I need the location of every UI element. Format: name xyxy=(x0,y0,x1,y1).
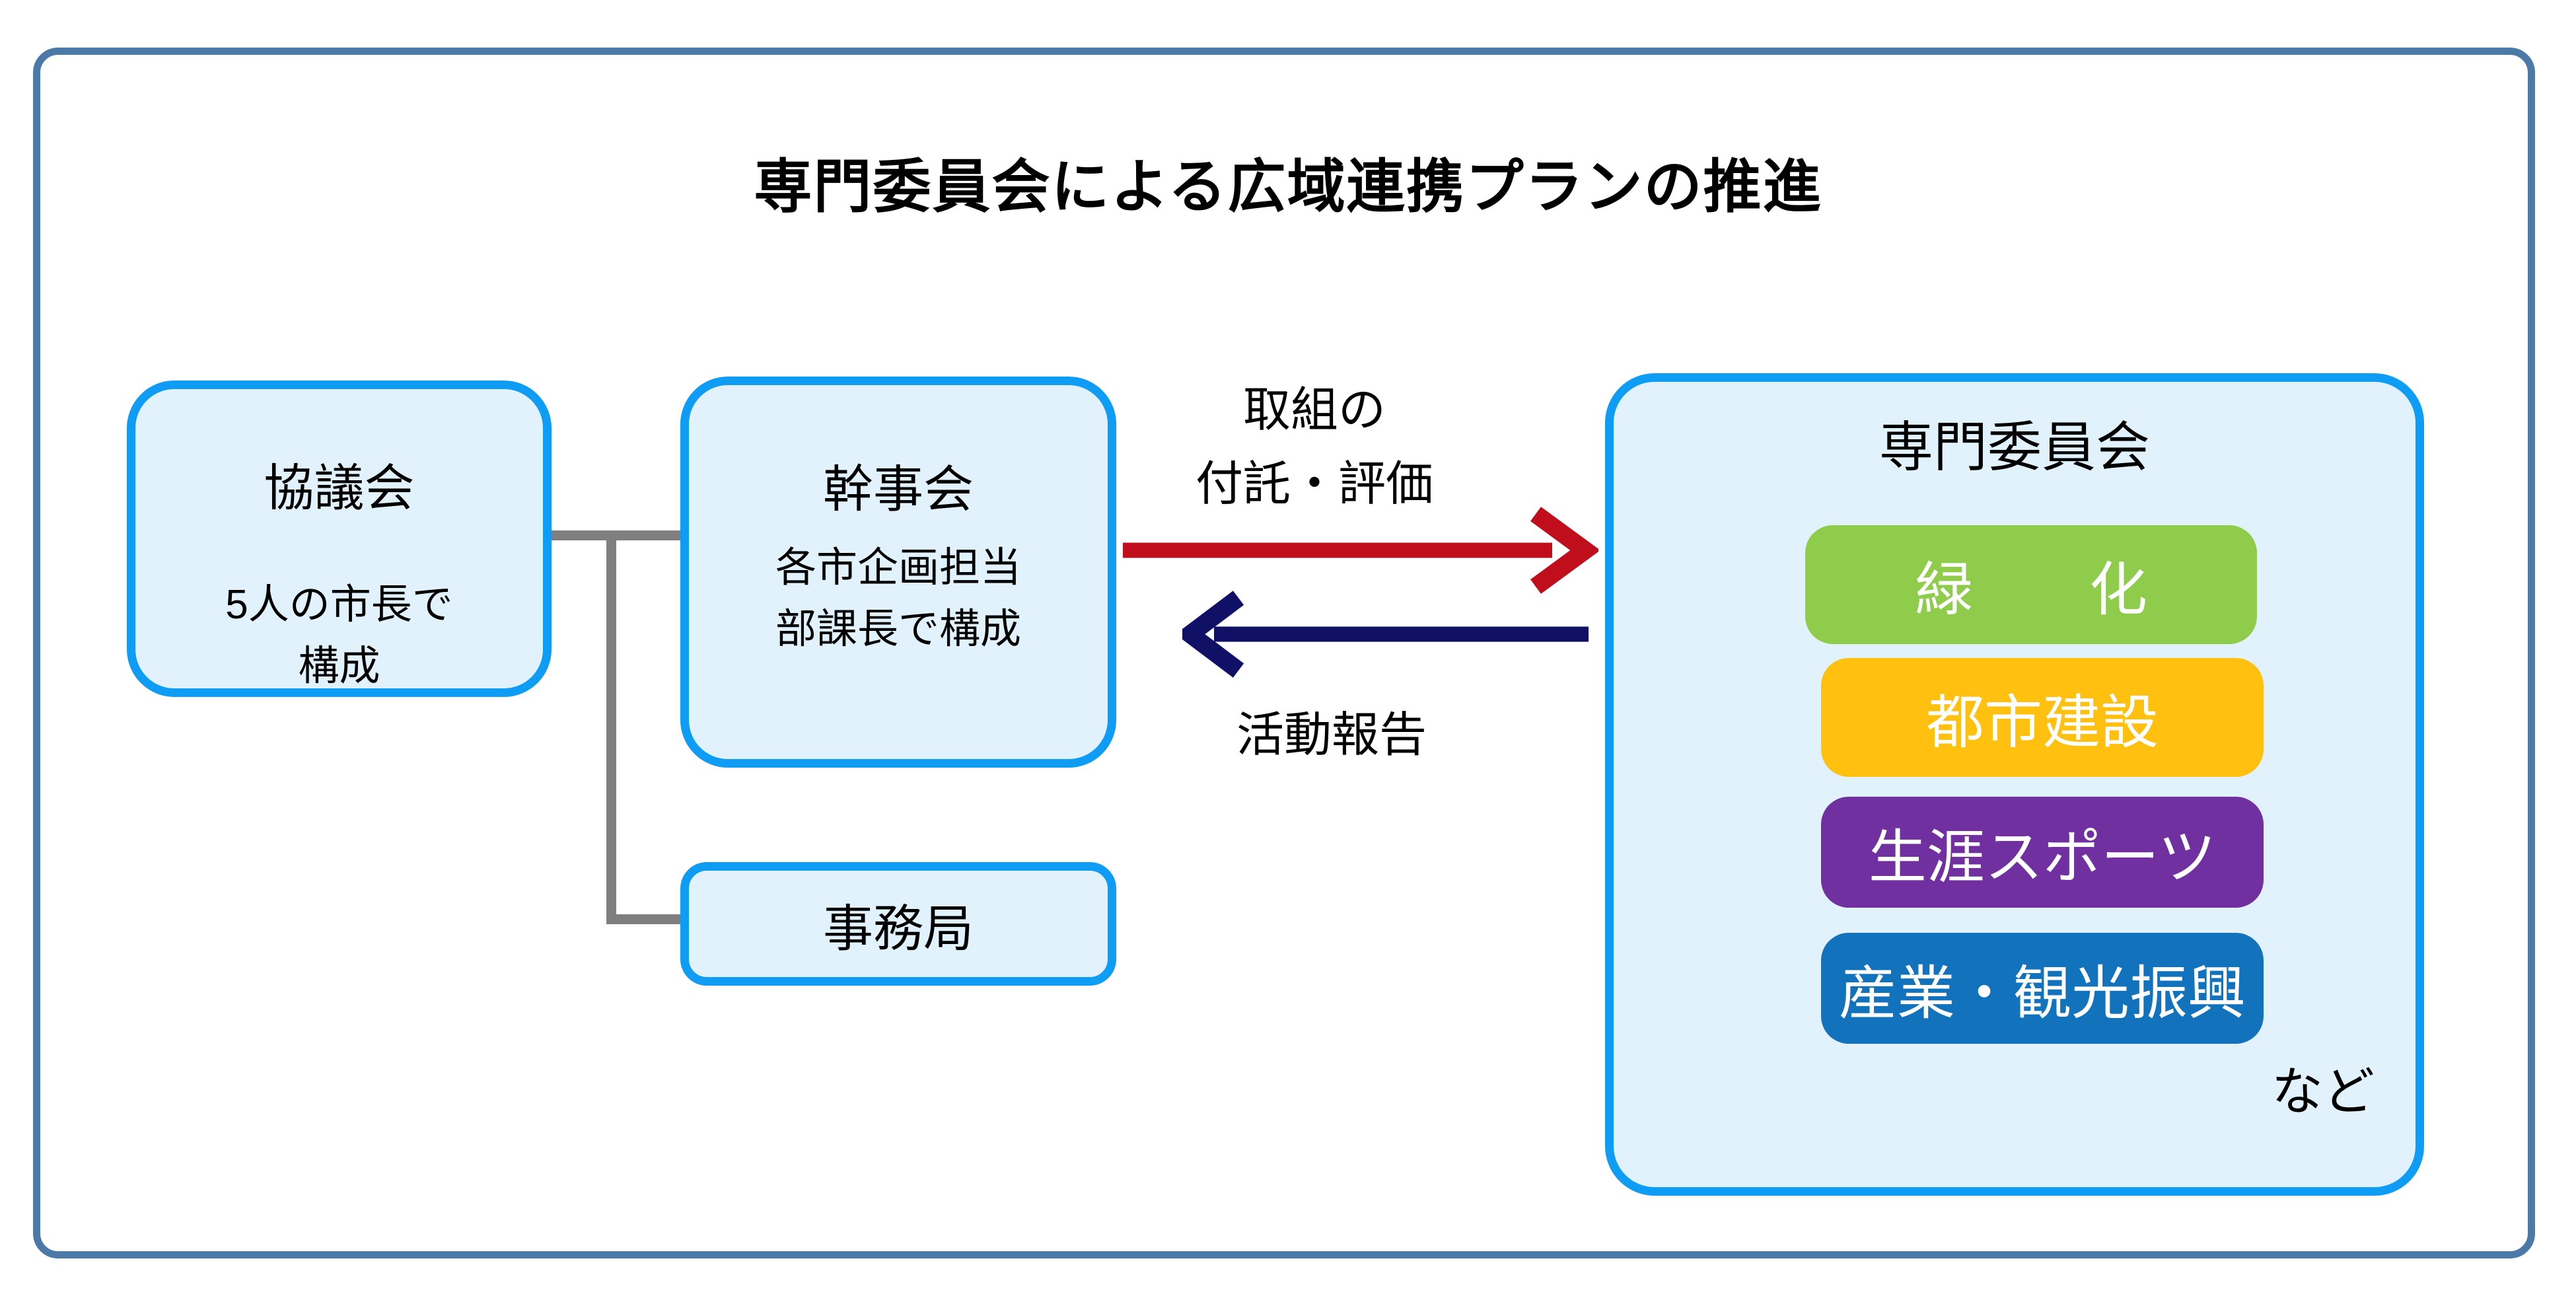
chip-industry-tourism: 産業・観光振興 xyxy=(1821,933,2264,1044)
label-commission-line1: 取組の xyxy=(1242,384,1386,437)
label-commission-line2: 付託・評価 xyxy=(1195,457,1433,511)
arrow-right-head xyxy=(1530,507,1598,594)
connector-vertical xyxy=(606,530,616,924)
steering-title: 幹事会 xyxy=(823,462,974,518)
committee-box: 専門委員会 緑 化 都市建設 生涯スポーツ 産業・観光振興 など xyxy=(1605,373,2424,1196)
arrow-left-head xyxy=(1182,591,1244,678)
label-commission-evaluation: 取組の 付託・評価 xyxy=(1129,374,1499,521)
label-activity-report: 活動報告 xyxy=(1236,709,1427,762)
council-body: 5人の市長で 構成 xyxy=(135,574,543,697)
steering-box: 幹事会 各市企画担当 部課長で構成 xyxy=(680,377,1116,768)
steering-body-line2: 部課長で構成 xyxy=(775,606,1021,652)
steering-body-line1: 各市企画担当 xyxy=(775,545,1021,591)
steering-body: 各市企画担当 部課長で構成 xyxy=(689,537,1108,660)
office-title: 事務局 xyxy=(823,900,974,957)
connector-horizontal-bottom xyxy=(606,914,680,924)
chip-lifelong-sports: 生涯スポーツ xyxy=(1821,797,2264,908)
council-title: 協議会 xyxy=(264,460,415,517)
arrow-right xyxy=(1123,507,1598,594)
chip-greening: 緑 化 xyxy=(1805,525,2257,644)
office-box: 事務局 xyxy=(680,862,1116,986)
chip-urban-construction: 都市建設 xyxy=(1821,658,2264,777)
committee-footnote: など xyxy=(2271,1062,2375,1120)
council-body-line2: 構成 xyxy=(298,643,380,689)
arrow-left xyxy=(1182,591,1589,678)
page-title: 専門委員会による広域連携プランの推進 xyxy=(754,154,1822,219)
committee-title: 専門委員会 xyxy=(1878,418,2150,478)
council-body-line1: 5人の市長で xyxy=(225,582,453,628)
council-box: 協議会 5人の市長で 構成 xyxy=(127,381,552,697)
